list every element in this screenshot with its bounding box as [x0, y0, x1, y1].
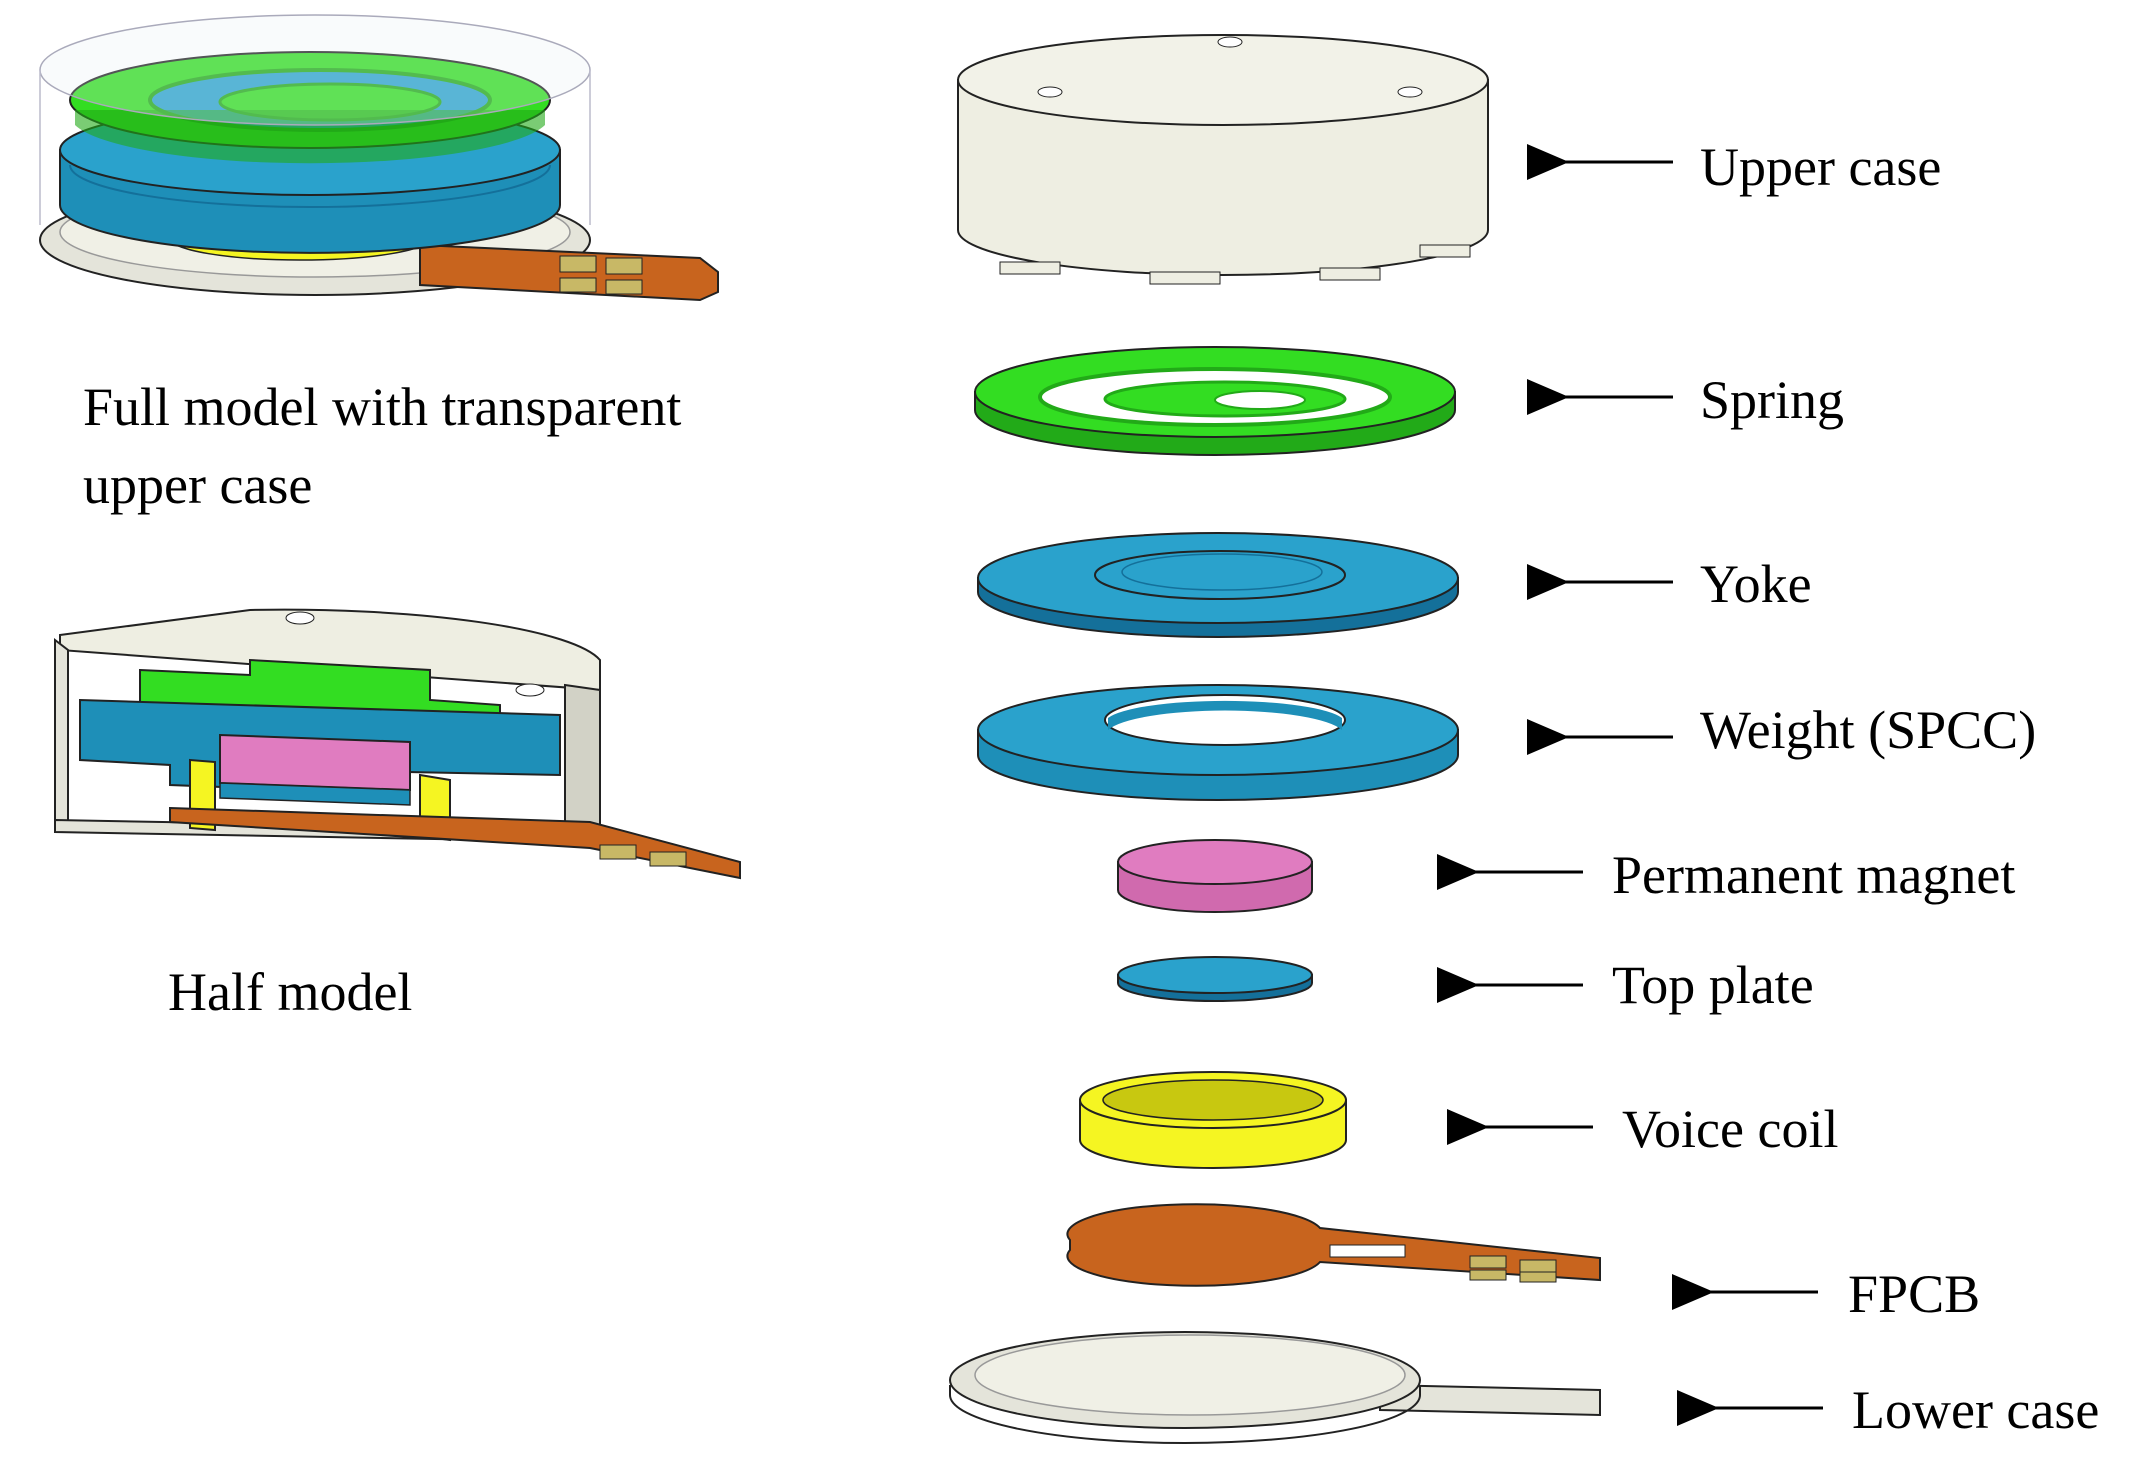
label-fpcb: FPCB [1848, 1264, 1980, 1324]
label-yoke: Yoke [1700, 554, 1812, 614]
part-fpcb [1066, 1203, 1601, 1287]
part-yoke [977, 532, 1459, 638]
part-permanent-magnet [1117, 839, 1313, 913]
part-top-plate [1117, 956, 1313, 1002]
half-model-illustration [54, 608, 741, 880]
part-weight [977, 684, 1459, 801]
part-upper-case [957, 34, 1489, 285]
label-spring: Spring [1700, 370, 1844, 430]
label-permanent-magnet: Permanent magnet [1612, 845, 2015, 905]
part-voice-coil [1079, 1071, 1347, 1169]
label-voice-coil: Voice coil [1622, 1099, 1838, 1159]
full-model-illustration [39, 14, 719, 302]
label-weight: Weight (SPCC) [1700, 700, 2036, 760]
caption-full-model-line2: upper case [83, 455, 312, 515]
caption-full-model-line1: Full model with transparent [83, 377, 681, 437]
label-lower-case: Lower case [1852, 1380, 2099, 1440]
part-spring [974, 346, 1456, 456]
label-top-plate: Top plate [1612, 955, 1814, 1015]
caption-half-model: Half model [168, 962, 412, 1022]
label-arrows [1437, 144, 1823, 1426]
part-lower-case [949, 1331, 1601, 1444]
label-upper-case: Upper case [1700, 137, 1941, 197]
